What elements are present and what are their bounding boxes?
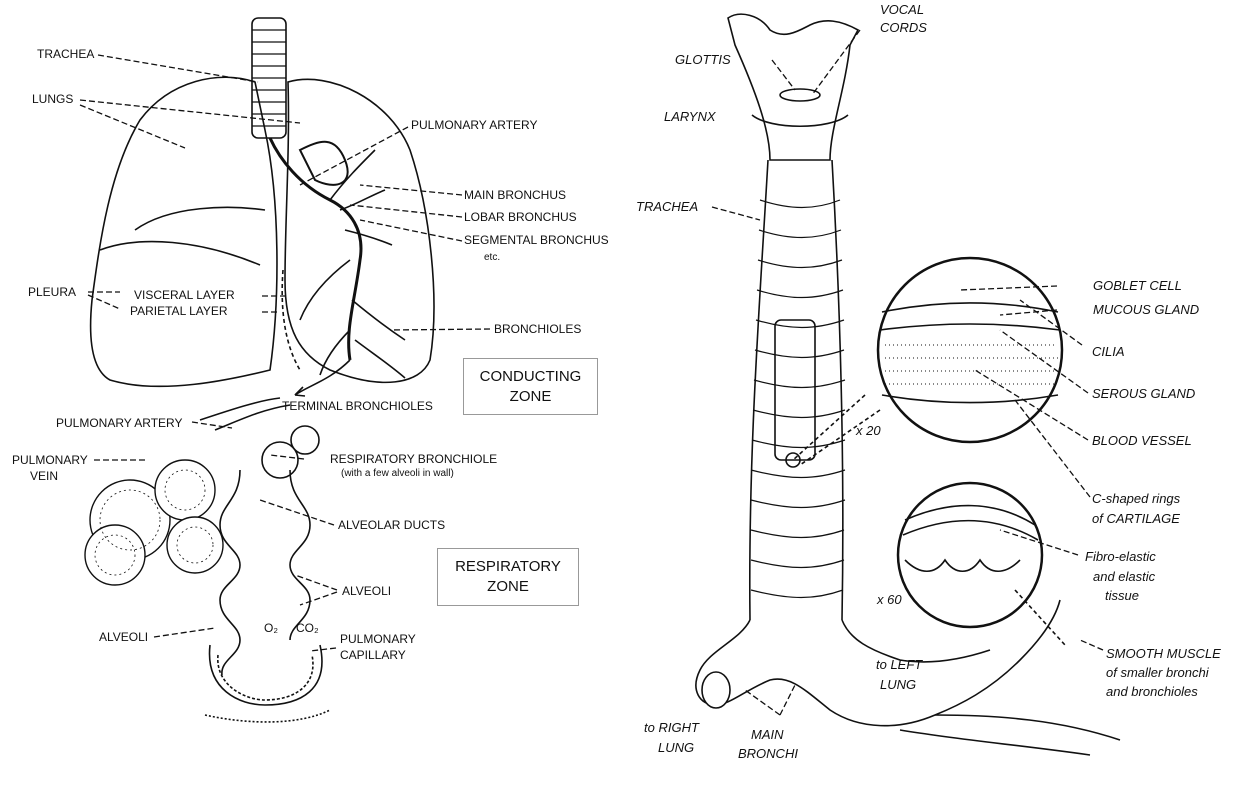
label-pulmonary-vein-line2: VEIN: [30, 469, 58, 483]
label-parietal-layer: PARIETAL LAYER: [130, 304, 228, 318]
airway-drawing: [696, 14, 1120, 755]
label-fibro-line3: tissue: [1105, 588, 1139, 604]
label-bronchioles: BRONCHIOLES: [494, 322, 581, 336]
label-cartilage-line1: C-shaped rings: [1092, 491, 1180, 507]
label-visceral-layer: VISCERAL LAYER: [134, 288, 235, 302]
label-pulmonary-vein-line1: PULMONARY: [12, 453, 88, 467]
label-larynx: LARYNX: [664, 109, 716, 125]
label-x20: x 20: [856, 423, 881, 439]
conducting-zone-title: CONDUCTING: [464, 367, 597, 387]
label-serous-gland: SEROUS GLAND: [1092, 386, 1195, 402]
label-smooth-muscle-line3: and bronchioles: [1106, 684, 1198, 700]
label-fibro-line1: Fibro-elastic: [1085, 549, 1156, 565]
x60-magnifier-circle: [898, 483, 1042, 627]
label-right-lung-line2: LUNG: [658, 740, 694, 756]
label-trachea-left: TRACHEA: [37, 47, 94, 61]
label-goblet-cell: GOBLET CELL: [1093, 278, 1182, 294]
label-main-bronchus: MAIN BRONCHUS: [464, 188, 566, 202]
label-left-lung-line1: to LEFT: [876, 657, 922, 673]
label-segmental-etc: etc.: [484, 251, 500, 265]
label-blood-vessel: BLOOD VESSEL: [1092, 433, 1192, 449]
label-main-bronchi-line1: MAIN: [751, 727, 784, 743]
label-smooth-muscle-line2: of smaller bronchi: [1106, 665, 1209, 681]
label-x60: x 60: [877, 592, 902, 608]
label-main-bronchi-line2: BRONCHI: [738, 746, 798, 762]
right-lung-shape: [91, 77, 277, 386]
label-pulmonary-artery-bottom: PULMONARY ARTERY: [56, 416, 183, 430]
larynx-shape: [728, 14, 858, 160]
label-fibro-line2: and elastic: [1093, 569, 1155, 585]
label-mucous-gland: MUCOUS GLAND: [1093, 302, 1199, 318]
label-cilia: CILIA: [1092, 344, 1125, 360]
label-o2: O₂: [264, 621, 278, 635]
respiratory-zone-title: RESPIRATORY: [438, 557, 578, 577]
label-pulmonary-capillary-line1: PULMONARY: [340, 632, 416, 646]
label-pleura: PLEURA: [28, 285, 76, 299]
label-vocal-cords-line1: VOCAL: [880, 2, 924, 18]
conducting-zone-subtitle: ZONE: [464, 387, 597, 407]
x20-magnifier-circle: [878, 258, 1062, 442]
lungs-drawing: [85, 18, 434, 722]
label-segmental-bronchus: SEGMENTAL BRONCHUS: [464, 233, 609, 247]
label-glottis: GLOTTIS: [675, 52, 731, 68]
label-alveoli-right: ALVEOLI: [342, 584, 391, 598]
conducting-zone-box: CONDUCTING ZONE: [463, 358, 598, 415]
respiratory-zone-box: RESPIRATORY ZONE: [437, 548, 579, 606]
label-pulmonary-capillary-line2: CAPILLARY: [340, 648, 406, 662]
label-alveoli-left: ALVEOLI: [99, 630, 148, 644]
label-terminal-bronchioles: TERMINAL BRONCHIOLES: [282, 399, 433, 413]
label-cartilage-line2: of CARTILAGE: [1092, 511, 1180, 527]
label-right-lung-line1: to RIGHT: [644, 720, 699, 736]
label-smooth-muscle-line1: SMOOTH MUSCLE: [1106, 646, 1221, 662]
label-lobar-bronchus: LOBAR BRONCHUS: [464, 210, 577, 224]
label-respiratory-bronchiole-note: (with a few alveoli in wall): [341, 467, 454, 481]
label-co2: CO₂: [296, 621, 319, 635]
label-respiratory-bronchiole: RESPIRATORY BRONCHIOLE: [330, 452, 497, 466]
label-pulmonary-artery-top: PULMONARY ARTERY: [411, 118, 538, 132]
label-alveolar-ducts: ALVEOLAR DUCTS: [338, 518, 445, 532]
label-lungs: LUNGS: [32, 92, 73, 106]
label-left-lung-line2: LUNG: [880, 677, 916, 693]
label-vocal-cords-line2: CORDS: [880, 20, 927, 36]
label-trachea-right: TRACHEA: [636, 199, 698, 215]
respiratory-zone-subtitle: ZONE: [438, 577, 578, 597]
